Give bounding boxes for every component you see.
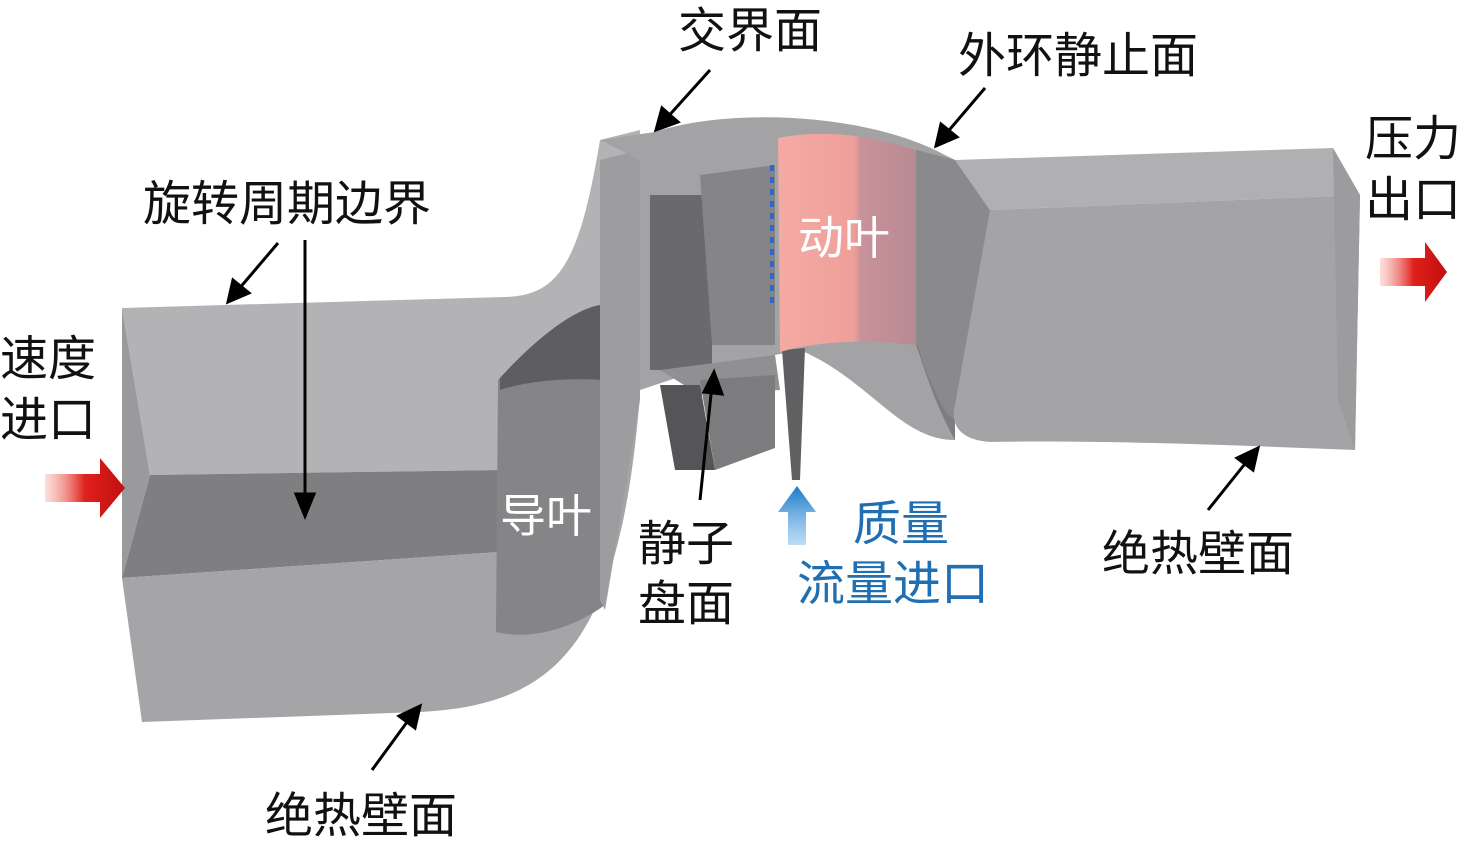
label-guide-vane: 导叶 (500, 489, 592, 543)
label-velocity-inlet-1: 速度 (0, 331, 96, 387)
outlet-main-face (953, 195, 1360, 450)
label-rotational-periodic: 旋转周期边界 (143, 176, 431, 232)
mass-flow-arrow-icon (778, 486, 816, 545)
inlet-left-face (122, 308, 150, 578)
wall-left-pointer-head-icon (396, 703, 423, 731)
mass-flow-channel (782, 348, 805, 480)
label-adiabatic-wall-left: 绝热壁面 (265, 788, 457, 844)
interface-pointer (663, 68, 712, 122)
label-stator-disk-1: 静子 (638, 516, 734, 572)
stator-block (600, 117, 955, 480)
guide-vane-cavity (500, 305, 602, 390)
stator-lower-pocket (660, 385, 715, 470)
wall-right-pointer (1206, 459, 1250, 511)
guide-vane-body (496, 345, 605, 635)
labels: 交界面 外环静止面 旋转周期边界 压力 出口 速度 进口 动叶 导叶 静子 盘面… (0, 3, 1461, 844)
stator-disk-cavity-upper (650, 195, 712, 370)
inlet-back-wall (122, 470, 500, 578)
label-stator-disk-2: 盘面 (638, 576, 734, 632)
label-mass-flow-1: 质量 (853, 496, 949, 552)
label-mass-flow-2: 流量进口 (797, 556, 989, 612)
label-adiabatic-wall-right: 绝热壁面 (1102, 526, 1294, 582)
label-outer-ring-static: 外环静止面 (958, 28, 1198, 84)
rotor-blade-surface (778, 133, 916, 352)
outer-ring-pointer-head-icon (933, 121, 960, 149)
stator-pointer-head-icon (701, 368, 725, 396)
periodic-pointer-b-head-icon (293, 492, 317, 520)
guide-vane-region (496, 150, 640, 635)
stator-pointer (698, 384, 714, 501)
outlet-top-face (955, 148, 1360, 210)
wall-left-pointer (370, 717, 412, 771)
label-interface: 交界面 (678, 3, 822, 59)
outlet-right-face (1333, 148, 1360, 450)
stator-lower-box (700, 375, 775, 470)
periodic-pointer-a-head-icon (225, 277, 252, 305)
pointer-arrows (225, 68, 1261, 771)
velocity-inlet-arrow-icon (45, 458, 125, 518)
pressure-outlet-arrow-icon (1380, 242, 1447, 302)
outer-ring-pointer (943, 87, 987, 136)
outlet-duct (916, 148, 1360, 450)
label-rotor-blade: 动叶 (798, 211, 890, 265)
periodic-pointer-a (236, 242, 280, 291)
stator-inner-wall (700, 165, 775, 345)
guide-vane-front (600, 150, 640, 610)
label-pressure-outlet-2: 出口 (1365, 172, 1461, 228)
inlet-bottom-face (122, 390, 640, 722)
label-velocity-inlet-2: 进口 (0, 392, 96, 448)
label-pressure-outlet-1: 压力 (1365, 111, 1461, 167)
interface-pointer-head-icon (653, 105, 681, 133)
wall-right-pointer-head-icon (1234, 445, 1261, 473)
